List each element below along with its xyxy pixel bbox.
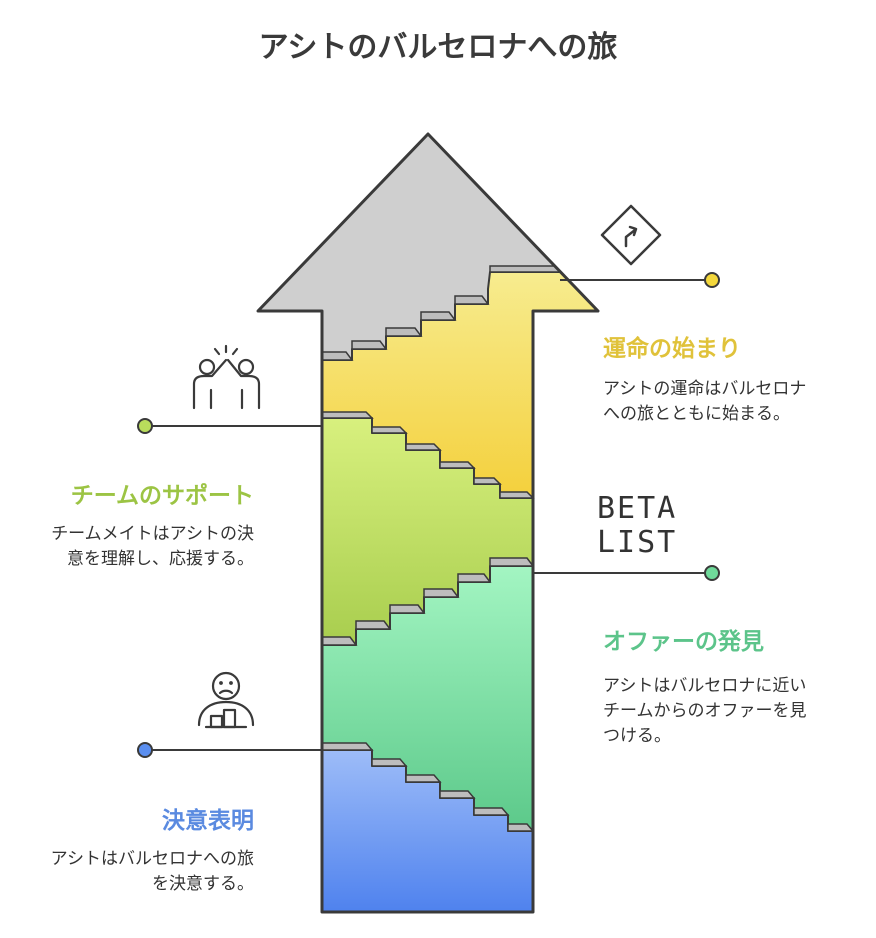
beta-list-logo: BETA LIST xyxy=(597,491,678,560)
beta-list-logo-line: BETA xyxy=(597,491,678,526)
step-heading-destiny: 運命の始まり xyxy=(603,336,741,362)
connector-dot-blue xyxy=(137,742,153,758)
desc-line: アシトはバルセロナへの旅 xyxy=(50,849,254,869)
desc-line: 意を理解し、応援する。 xyxy=(67,549,254,569)
desc-line: つける。 xyxy=(603,726,671,746)
arrow-outline xyxy=(256,132,600,914)
connector-dot-yellow xyxy=(704,272,720,288)
stair-ledge-tops xyxy=(321,265,562,832)
step-desc-destiny: アシトの運命はバルセロナ への旅とともに始まる。 xyxy=(603,377,863,427)
connectors xyxy=(145,279,712,751)
page-title: アシトのバルセロナへの旅 xyxy=(258,30,618,65)
step-heading-offer: オファーの発見 xyxy=(603,629,764,655)
desc-line: アシトの運命はバルセロナ xyxy=(603,379,807,399)
high-five-icon xyxy=(192,344,261,410)
desc-line: チームメイトはアシトの決 xyxy=(51,524,254,544)
person-at-desk-icon xyxy=(197,671,255,729)
step-desc-team-support: チームメイトはアシトの決 意を理解し、応援する。 xyxy=(10,522,254,572)
desc-line: チームからのオファーを見 xyxy=(603,701,807,721)
connector-dot-green xyxy=(704,565,720,581)
step-heading-team-support: チームのサポート xyxy=(70,483,254,509)
step-desc-decision: アシトはバルセロナへの旅 を決意する。 xyxy=(10,847,254,897)
road-sign-icon xyxy=(600,204,662,266)
beta-list-logo-line: LIST xyxy=(597,525,678,560)
step-heading-decision: 決意表明 xyxy=(162,808,254,834)
band-blue xyxy=(322,750,533,912)
desc-line: への旅とともに始まる。 xyxy=(603,404,790,424)
desc-line: アシトはバルセロナに近い xyxy=(603,676,807,696)
step-desc-offer: アシトはバルセロナに近い チームからのオファーを見 つける。 xyxy=(603,674,863,749)
desc-line: を決意する。 xyxy=(152,874,254,894)
connector-dot-lime xyxy=(137,418,153,434)
